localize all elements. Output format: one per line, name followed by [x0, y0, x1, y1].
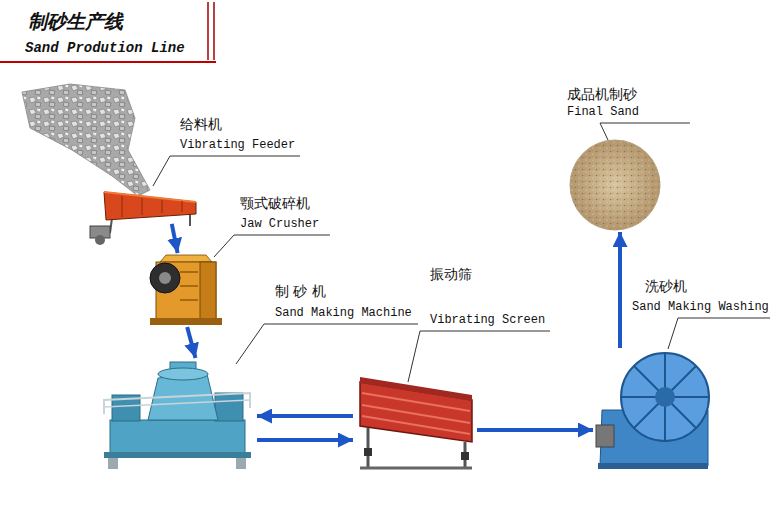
vibrating-screen-illustration-part: [461, 452, 469, 460]
feeder-illustration-part: [104, 192, 196, 220]
machine-name-zh: 给料机: [180, 116, 222, 134]
sand-washer-node: 洗砂机Sand Making Washing: [595, 350, 710, 470]
machine-name-zh: 颚式破碎机: [240, 195, 310, 213]
leader-line-part: [668, 318, 770, 349]
stone-pile: [22, 84, 150, 196]
leader-line-part: [408, 331, 550, 382]
machine-name-en: Vibrating Feeder: [180, 138, 295, 152]
vibrating-screen-illustration-part: [362, 405, 470, 423]
feeder-illustration-part: [162, 200, 163, 213]
leader-line-part: [214, 235, 330, 257]
machine-name-en: Sand Making Washing: [632, 300, 769, 314]
sand-making-machine-illustration-part: [104, 400, 250, 407]
leader-line-part: [153, 156, 300, 186]
machine-name-en: Vibrating Screen: [430, 313, 545, 327]
final-sand-illustration-part: [570, 140, 660, 230]
flow-arrow: [257, 414, 353, 418]
title-rule-part: [0, 61, 216, 63]
vibrating-screen-illustration: [360, 377, 472, 468]
sand-making-machine-illustration: [104, 362, 251, 469]
vibrating-screen-illustration-part: [360, 467, 472, 470]
machine-name-en: Sand Making Machine: [275, 306, 412, 320]
jaw-crusher-illustration-part: [159, 272, 171, 284]
title-rule: [0, 2, 216, 62]
leader-line-part: [600, 123, 690, 140]
title-rule-part: [207, 2, 209, 60]
vibrating-screen-illustration-part: [360, 377, 472, 401]
final-sand-illustration-part: [570, 140, 660, 230]
jaw-crusher-illustration-part: [150, 263, 180, 293]
feeder-illustration-part: [122, 196, 123, 217]
machine-name-zh: 成品机制砂: [567, 86, 637, 104]
feeder-illustration-part: [142, 198, 143, 215]
sand-making-machine-illustration-part: [215, 393, 243, 421]
feeder-illustration-part: [104, 192, 196, 202]
flow-arrow: [257, 438, 353, 442]
sand-making-machine-node: 制 砂 机Sand Making Machine: [100, 360, 255, 470]
machine-name-zh: 洗砂机: [645, 278, 687, 296]
final-sand-illustration: [570, 140, 660, 230]
machine-name-zh: 振动筛: [430, 266, 472, 284]
stone-pile-part: [22, 84, 150, 196]
jaw-crusher-node: 颚式破碎机Jaw Crusher: [145, 255, 222, 325]
sand-washer-illustration-part: [621, 353, 709, 441]
flow-arrow: [618, 232, 622, 348]
feeder-node: 给料机Vibrating Feeder: [100, 180, 200, 222]
machine-name-en: Final Sand: [567, 105, 639, 119]
flow-arrow: [477, 428, 593, 432]
leader-line: [153, 123, 770, 382]
jaw-crusher-illustration: [150, 255, 222, 325]
final-sand-node: 成品机制砂Final Sand: [570, 140, 660, 230]
feeder-illustration-part: [182, 201, 183, 212]
sand-washer-illustration: [596, 353, 709, 469]
sand-washer-illustration-part: [655, 387, 675, 407]
flow-arrow: [187, 327, 195, 358]
vibrating-screen-illustration-part: [364, 448, 372, 456]
jaw-crusher-illustration-part: [180, 271, 198, 273]
sand-washer-illustration-part: [596, 425, 614, 447]
vibrating-screen-illustration-part: [362, 416, 470, 434]
sand-making-machine-illustration-part: [104, 393, 250, 414]
sand-making-machine-illustration-part: [110, 420, 245, 455]
title-rule-part: [213, 2, 215, 60]
jaw-crusher-illustration-part: [180, 299, 198, 301]
jaw-crusher-illustration-part: [180, 285, 198, 287]
title: 制砂生产线: [28, 10, 123, 33]
subtitle: Sand Prodution Line: [25, 40, 185, 57]
jaw-crusher-illustration-part: [200, 262, 216, 320]
jaw-crusher-illustration-part: [150, 318, 222, 325]
vibrating-screen-illustration-part: [367, 428, 370, 467]
vibrating-screen-node: 振动筛Vibrating Screen: [355, 375, 475, 470]
leader-line-part: [236, 324, 418, 364]
jaw-crusher-illustration-part: [160, 255, 212, 262]
feeder-illustration-part: [95, 235, 105, 245]
sand-making-machine-illustration-part: [104, 452, 251, 458]
sand-washer-illustration-part: [598, 463, 708, 469]
machine-name-zh: 制 砂 机: [275, 283, 326, 301]
flow-arrow: [172, 224, 178, 253]
machine-name-en: Jaw Crusher: [240, 217, 319, 231]
sand-making-machine-illustration-part: [158, 368, 208, 380]
feeder-illustration: [90, 192, 196, 245]
